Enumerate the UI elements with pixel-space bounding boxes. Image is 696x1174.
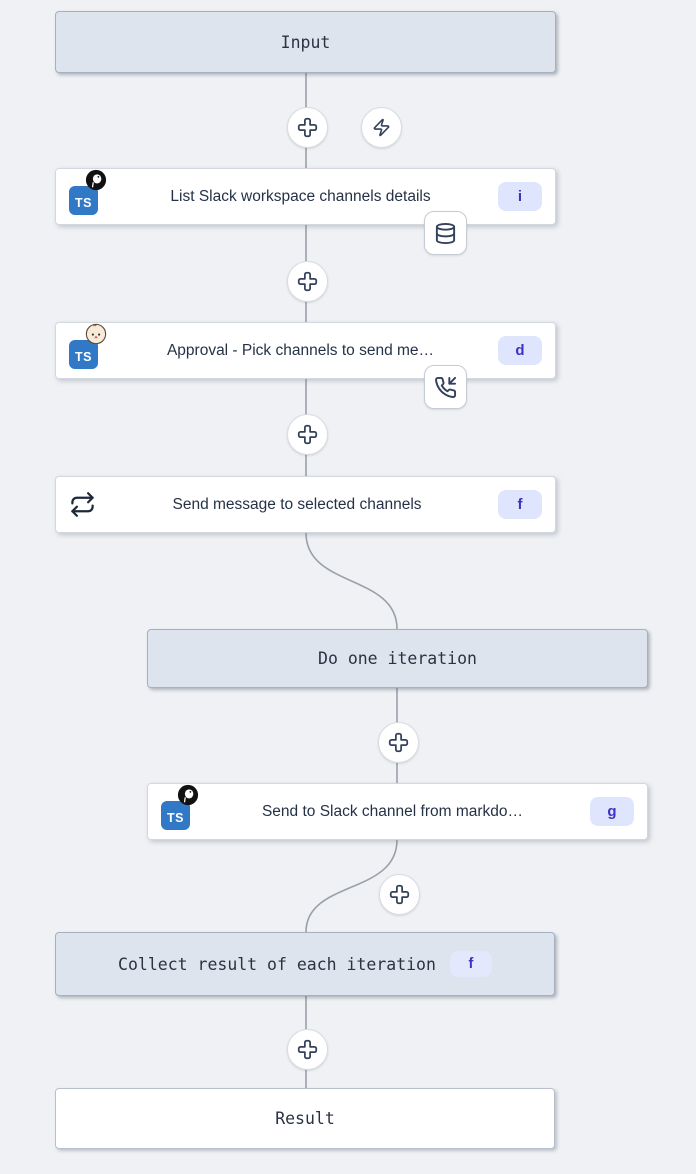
node-result-label: Result: [275, 1109, 335, 1128]
cache-button[interactable]: [424, 211, 467, 255]
plus-cross-icon: [297, 271, 318, 292]
typescript-deno-icon: TS: [161, 784, 199, 830]
node-approval-pick-channels[interactable]: TS Approval - Pick channels to send me… …: [55, 322, 556, 379]
add-step-button[interactable]: [378, 722, 419, 763]
add-step-button[interactable]: [287, 1029, 328, 1070]
add-step-button[interactable]: [287, 414, 328, 455]
typescript-bun-icon: TS: [69, 323, 107, 369]
add-step-button[interactable]: [379, 874, 420, 915]
step-label: List Slack workspace channels details: [170, 187, 431, 205]
node-label: Do one iteration: [318, 649, 477, 668]
node-do-one-iteration[interactable]: Do one iteration: [147, 629, 648, 688]
plus-cross-icon: [388, 732, 409, 753]
zap-icon: [373, 118, 390, 137]
step-id-badge: f: [498, 490, 542, 519]
step-id-badge: g: [590, 797, 634, 826]
node-send-to-slack-channel[interactable]: TS Send to Slack channel from markdo… g: [147, 783, 648, 840]
node-input-label: Input: [280, 32, 331, 52]
node-collect-result[interactable]: Collect result of each iteration f: [55, 932, 555, 996]
step-id-badge: d: [498, 336, 542, 365]
database-icon: [435, 222, 456, 244]
plus-cross-icon: [297, 117, 318, 138]
node-send-message-forloop[interactable]: Send message to selected channels f: [55, 476, 556, 533]
approval-suspend-button[interactable]: [424, 365, 467, 409]
step-label: Approval - Pick channels to send me…: [166, 341, 435, 359]
phone-incoming-icon: [435, 376, 457, 398]
node-label: Collect result of each iteration: [118, 954, 436, 974]
repeat-loop-icon: [71, 492, 94, 517]
deno-logo-icon: [177, 784, 199, 805]
plus-cross-icon: [297, 424, 318, 445]
node-input[interactable]: Input: [55, 11, 556, 73]
step-label: Send to Slack channel from markdo…: [261, 802, 524, 820]
typescript-deno-icon: TS: [69, 169, 107, 215]
add-trigger-button[interactable]: [361, 107, 402, 148]
step-id-badge: f: [449, 951, 492, 977]
plus-cross-icon: [389, 884, 410, 905]
step-label: Send message to selected channels: [172, 495, 422, 513]
plus-cross-icon: [297, 1039, 318, 1060]
node-list-slack-channels[interactable]: TS List Slack workspace channels details…: [55, 168, 556, 225]
add-step-button[interactable]: [287, 261, 328, 302]
bun-logo-icon: [85, 323, 107, 344]
deno-logo-icon: [85, 169, 107, 190]
node-result[interactable]: Result: [55, 1088, 555, 1149]
add-step-button[interactable]: [287, 107, 328, 148]
step-id-badge: i: [498, 182, 542, 211]
